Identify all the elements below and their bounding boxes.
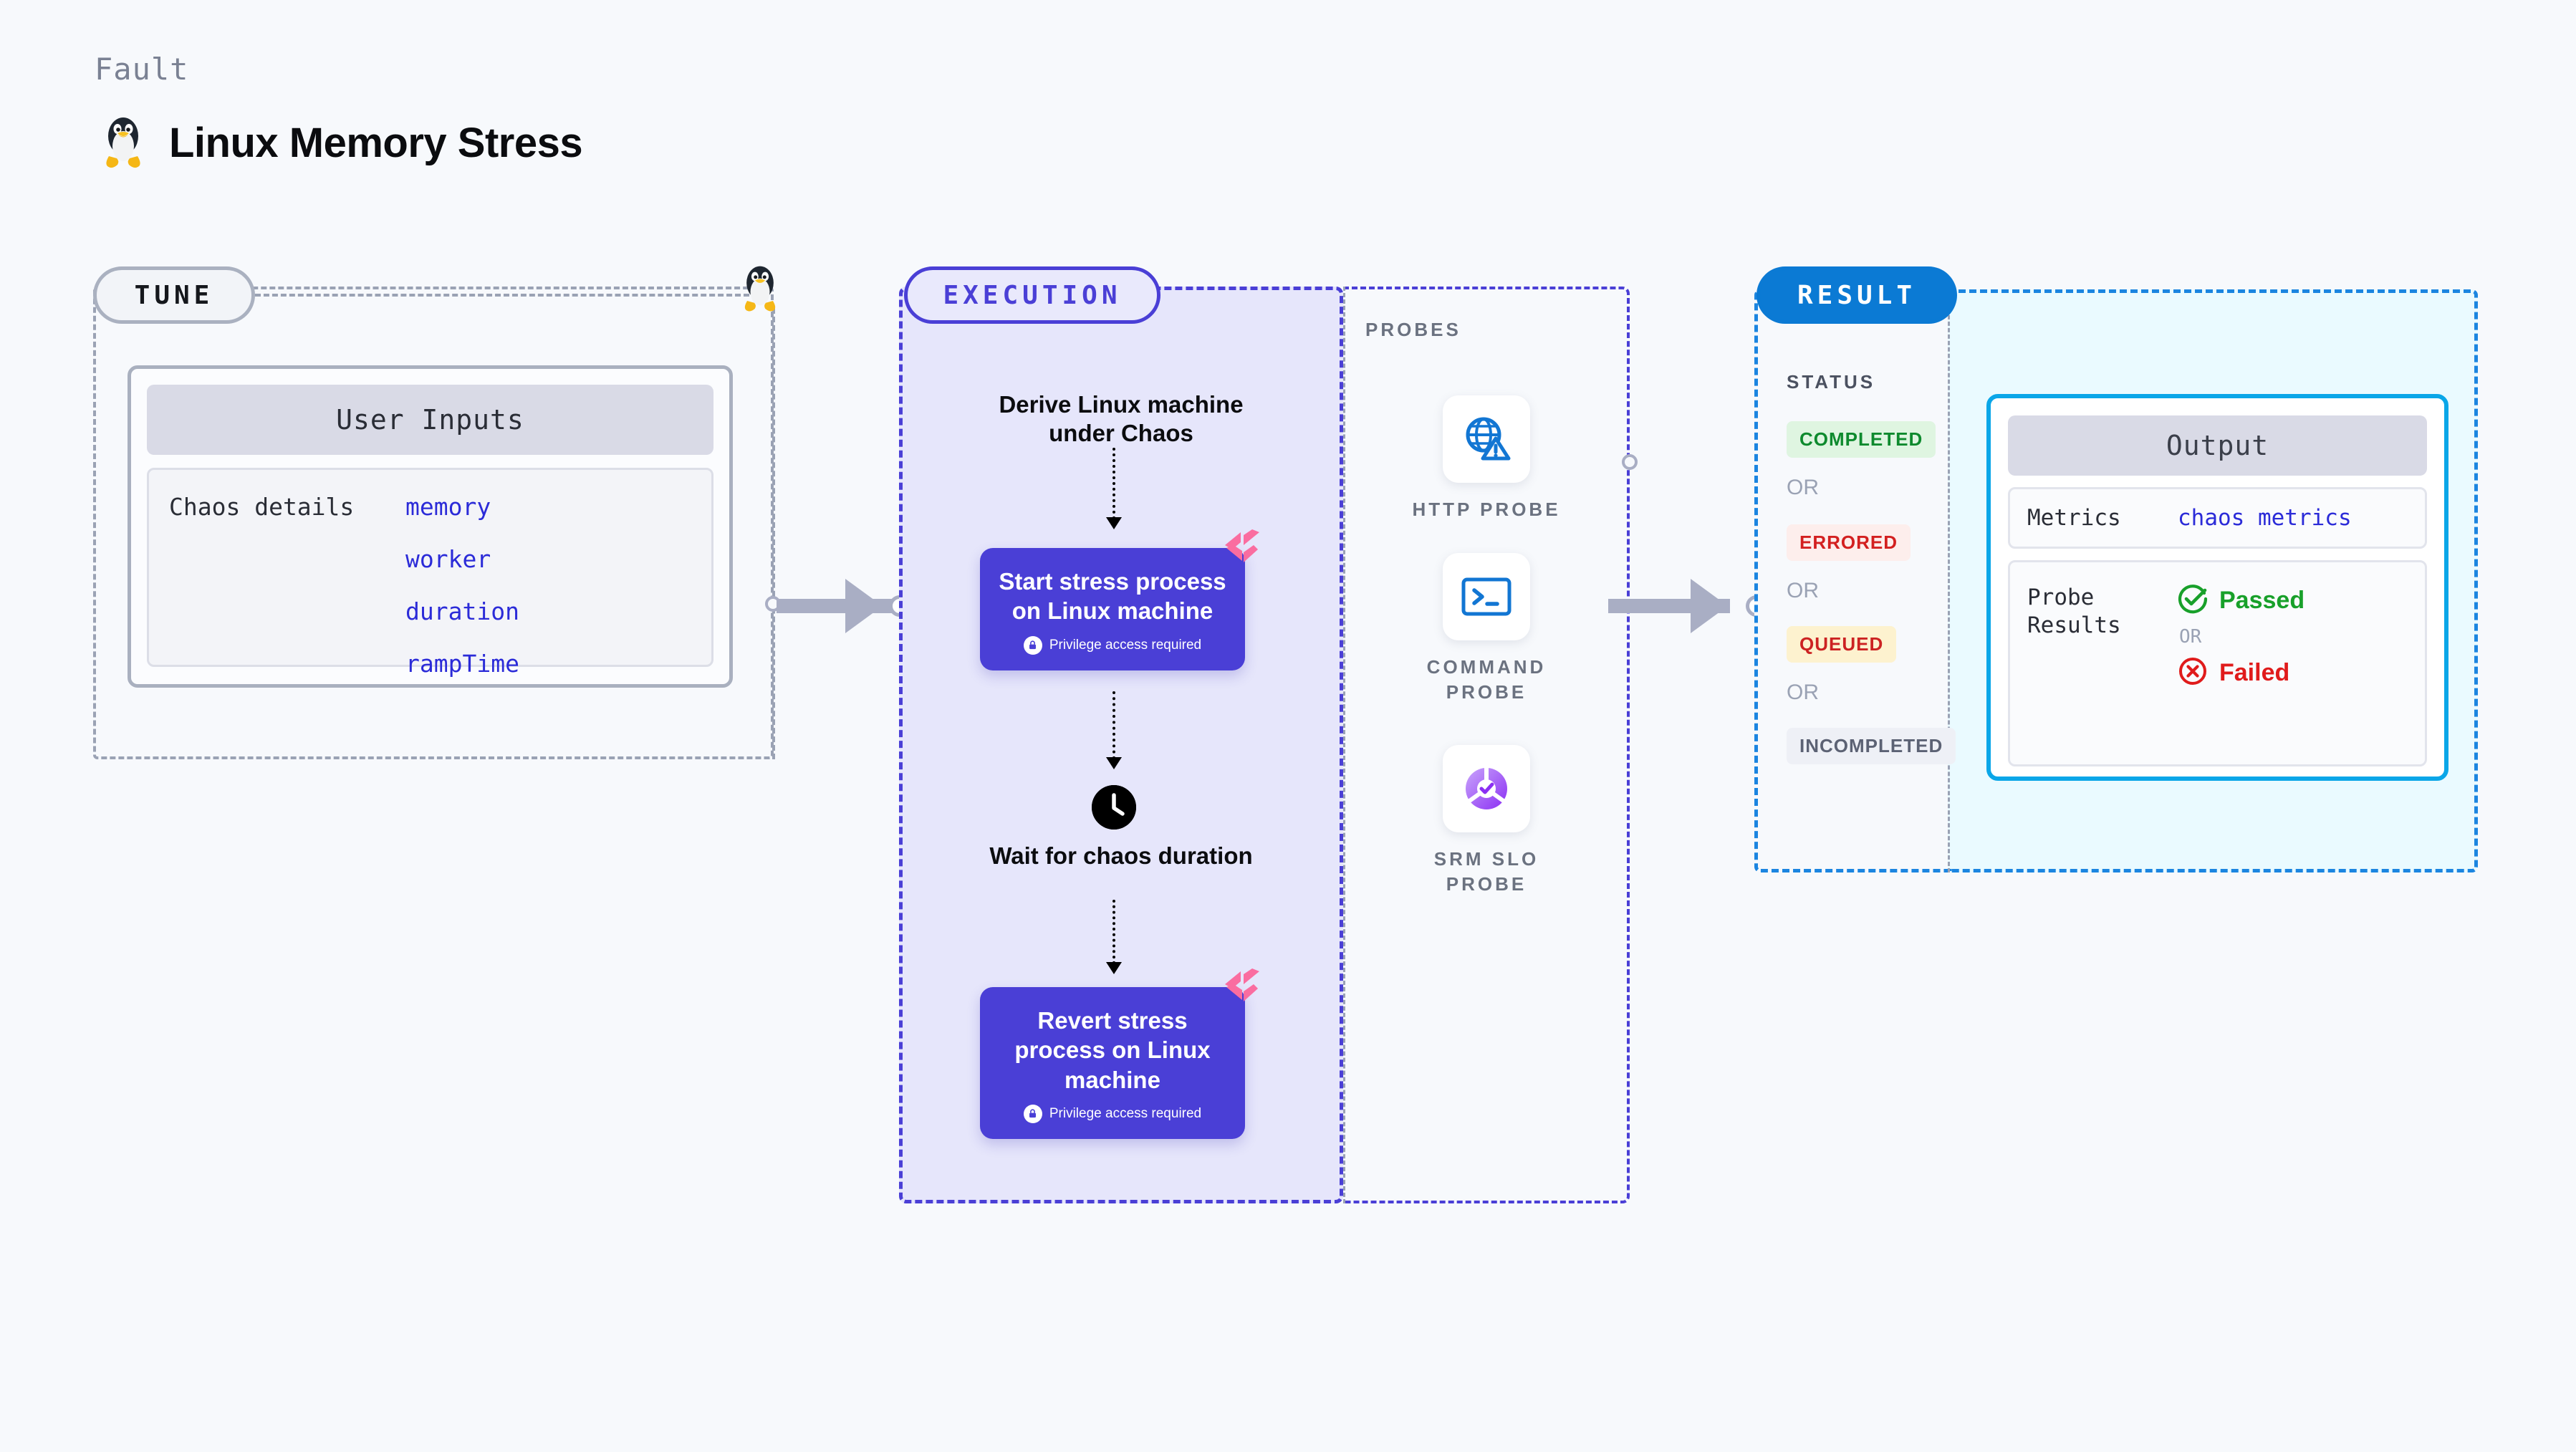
status-badge-queued: QUEUED bbox=[1787, 626, 1897, 663]
user-inputs-title: User Inputs bbox=[147, 385, 713, 455]
slo-donut-check-icon bbox=[1443, 745, 1530, 832]
lock-icon bbox=[1023, 1104, 1042, 1123]
output-probe-passed: Passed bbox=[2178, 584, 2305, 617]
output-metrics-value[interactable]: chaos metrics bbox=[2178, 505, 2352, 531]
chaos-details-values: memory worker duration rampTime bbox=[405, 493, 519, 678]
input-worker[interactable]: worker bbox=[405, 545, 491, 573]
tune-pill[interactable]: TUNE bbox=[93, 266, 255, 324]
status-or-2: OR bbox=[1787, 579, 1819, 602]
output-probe-or: OR bbox=[2179, 626, 2202, 648]
connector2-arrowhead bbox=[1691, 579, 1728, 633]
output-probe-key: Probe Results bbox=[2027, 585, 2121, 638]
status-label: STATUS bbox=[1787, 371, 1876, 393]
probe-item-command[interactable]: COMMAND PROBE bbox=[1400, 553, 1572, 705]
arrow-derive-to-start-head bbox=[1106, 517, 1122, 529]
execution-pill[interactable]: EXECUTION bbox=[904, 266, 1160, 324]
connector-arrowhead bbox=[845, 579, 883, 633]
user-inputs-card: User Inputs Chaos details memory worker … bbox=[128, 365, 733, 688]
output-metrics-key: Metrics bbox=[2027, 504, 2121, 531]
probe-caption-http: HTTP PROBE bbox=[1412, 499, 1561, 520]
status-or-1: OR bbox=[1787, 476, 1819, 499]
execution-node-start-stress[interactable]: Start stress process on Linux machine Pr… bbox=[980, 529, 1259, 670]
input-memory[interactable]: memory bbox=[405, 493, 491, 521]
execution-step-wait-label: Wait for chaos duration bbox=[989, 842, 1253, 869]
output-card: Output Metrics chaos metrics Probe Resul… bbox=[1986, 394, 2448, 781]
chaos-details-label: Chaos details bbox=[169, 493, 355, 521]
output-probe-failed-label: Failed bbox=[2219, 659, 2290, 686]
input-ramptime[interactable]: rampTime bbox=[405, 650, 519, 678]
arrow-start-to-wait-head bbox=[1106, 757, 1122, 769]
tune-right-dashed-line bbox=[772, 308, 775, 759]
arrow-wait-to-revert bbox=[1112, 900, 1115, 964]
tune-top-dashed-line bbox=[255, 294, 749, 297]
execution-step-derive-label: Derive Linux machine under Chaos bbox=[999, 391, 1244, 447]
page-title: Linux Memory Stress bbox=[169, 119, 583, 166]
probe-item-http[interactable]: HTTP PROBE bbox=[1400, 395, 1572, 522]
probes-right-edge-dot bbox=[1622, 454, 1638, 470]
clock-icon bbox=[1092, 785, 1136, 830]
output-title: Output bbox=[2008, 415, 2427, 476]
linux-penguin-marker-icon bbox=[739, 264, 781, 317]
page-title-row: Linux Memory Stress bbox=[100, 115, 583, 170]
probe-caption-srm-slo: SRM SLO PROBE bbox=[1433, 848, 1539, 895]
terminal-icon bbox=[1443, 553, 1530, 640]
execution-node-start-label: Start stress process on Linux machine bbox=[999, 568, 1226, 625]
probes-left-divider bbox=[1343, 287, 1345, 1203]
check-circle-icon bbox=[2178, 584, 2208, 617]
arrow-start-to-wait bbox=[1112, 691, 1115, 759]
probe-item-srm-slo[interactable]: SRM SLO PROBE bbox=[1400, 745, 1572, 897]
status-badge-completed: COMPLETED bbox=[1787, 421, 1936, 458]
output-probe-passed-label: Passed bbox=[2219, 587, 2305, 614]
harness-logo-icon bbox=[1222, 967, 1262, 1008]
probe-caption-command: COMMAND PROBE bbox=[1426, 656, 1547, 703]
status-or-3: OR bbox=[1787, 681, 1819, 704]
execution-node-revert-badge-text: Privilege access required bbox=[1049, 1105, 1202, 1121]
page-eyebrow: Fault bbox=[95, 52, 189, 87]
result-output-divider bbox=[1948, 289, 1950, 872]
output-row-metrics: Metrics chaos metrics bbox=[2008, 487, 2427, 549]
linux-penguin-icon bbox=[100, 115, 146, 170]
execution-node-revert-badge: Privilege access required bbox=[994, 1104, 1231, 1123]
arrow-wait-to-revert-head bbox=[1106, 962, 1122, 974]
globe-alert-icon bbox=[1443, 395, 1530, 483]
result-frame bbox=[1754, 289, 1948, 872]
output-row-probe-results: Probe Results Passed OR bbox=[2008, 560, 2427, 766]
execution-node-start-badge-text: Privilege access required bbox=[1049, 637, 1202, 653]
probes-section-label: PROBES bbox=[1365, 319, 1461, 340]
status-badge-errored: ERRORED bbox=[1787, 524, 1911, 561]
x-circle-icon bbox=[2178, 656, 2208, 690]
execution-node-start-badge: Privilege access required bbox=[994, 635, 1231, 655]
execution-node-revert-stress[interactable]: Revert stress process on Linux machine P… bbox=[980, 968, 1259, 1139]
execution-node-revert-label: Revert stress process on Linux machine bbox=[1014, 1007, 1211, 1093]
lock-icon bbox=[1023, 635, 1042, 655]
arrow-derive-to-start bbox=[1112, 448, 1115, 519]
user-inputs-body: Chaos details memory worker duration ram… bbox=[147, 468, 713, 678]
output-probe-failed: Failed bbox=[2178, 656, 2305, 690]
status-badge-incompleted: INCOMPLETED bbox=[1787, 728, 1956, 764]
harness-logo-icon bbox=[1222, 528, 1262, 569]
output-probe-values: Passed OR Failed bbox=[2178, 584, 2305, 690]
result-pill[interactable]: RESULT bbox=[1756, 266, 1957, 324]
input-duration[interactable]: duration bbox=[405, 597, 519, 625]
